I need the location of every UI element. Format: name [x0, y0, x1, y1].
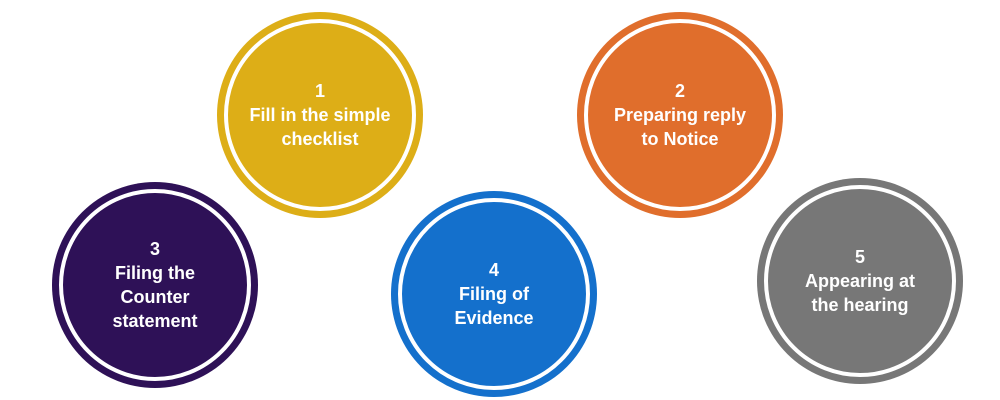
step-label: Filing the Counter statement	[112, 263, 198, 331]
circle-ring	[584, 19, 776, 211]
step-number: 2	[674, 81, 685, 101]
step-label: Appearing at the hearing	[804, 271, 915, 315]
circle-ring	[59, 189, 251, 381]
step-label: Filing of Evidence	[454, 284, 534, 328]
step-number: 5	[854, 247, 865, 267]
step-label: Fill in the simple checklist	[249, 105, 391, 149]
step-label: Preparing reply to Notice	[613, 105, 747, 149]
step-number: 1	[314, 81, 325, 101]
circle-ring	[764, 185, 956, 377]
step-number: 3	[149, 239, 160, 259]
circle-ring	[224, 19, 416, 211]
step-number: 4	[488, 260, 499, 280]
circle-ring	[398, 198, 590, 390]
